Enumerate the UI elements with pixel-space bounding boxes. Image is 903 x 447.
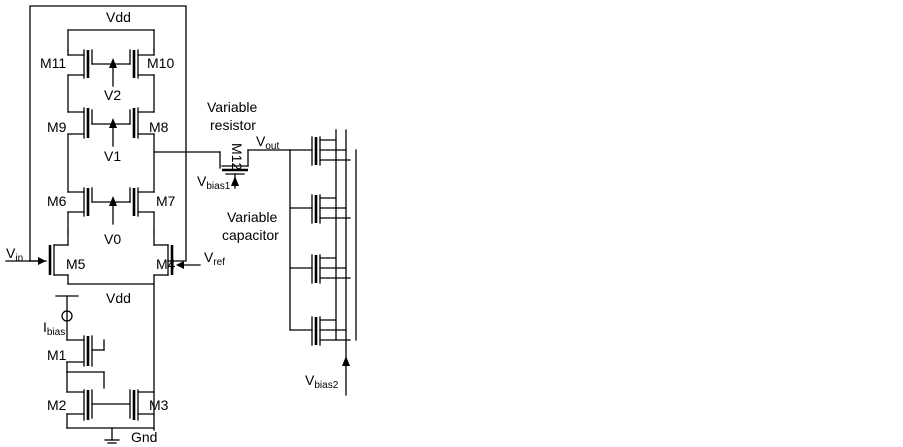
v1-label: V1 [104, 148, 121, 164]
m4-label: M4 [156, 256, 176, 272]
variable-capacitor-bank [289, 129, 357, 396]
ibias-label: Ibias [43, 319, 65, 338]
m11-label: M11 [40, 55, 66, 71]
gnd-label: Gnd [131, 429, 157, 445]
vout-label: Vout [256, 133, 279, 152]
m3-label: M3 [149, 397, 169, 413]
vbias1-label: Vbias1 [197, 173, 231, 192]
m7-label: M7 [156, 193, 176, 209]
vbias2-label: Vbias2 [305, 372, 339, 391]
variable-capacitor-label-2: capacitor [222, 227, 279, 243]
m12-label: M12 [229, 143, 245, 170]
bias-mirror [55, 295, 155, 444]
vdd-top-rail [67, 29, 155, 51]
input-pair [5, 231, 201, 431]
m10-label: M10 [147, 55, 174, 71]
vdd-mid-label: Vdd [106, 290, 131, 306]
variable-resistor-label-1: Variable [207, 99, 258, 115]
m9-label: M9 [47, 119, 67, 135]
variable-resistor-label-2: resistor [210, 117, 256, 133]
vref-label: Vref [204, 249, 225, 268]
m6-label: M6 [47, 193, 67, 209]
vin-label: Vin [6, 245, 23, 264]
pmos-stack [67, 49, 155, 233]
m8-label: M8 [149, 119, 169, 135]
m2-label: M2 [47, 397, 67, 413]
v0-label: V0 [104, 231, 121, 247]
variable-resistor [153, 149, 291, 189]
variable-capacitor-label-1: Variable [227, 209, 278, 225]
m1-label: M1 [47, 347, 67, 363]
v2-label: V2 [104, 87, 121, 103]
vdd-top-label: Vdd [106, 9, 131, 25]
text-labels: Vdd M11 M10 V2 M9 M8 V1 M6 M7 V0 M5 M4 V… [6, 9, 339, 445]
m5-label: M5 [66, 256, 86, 272]
